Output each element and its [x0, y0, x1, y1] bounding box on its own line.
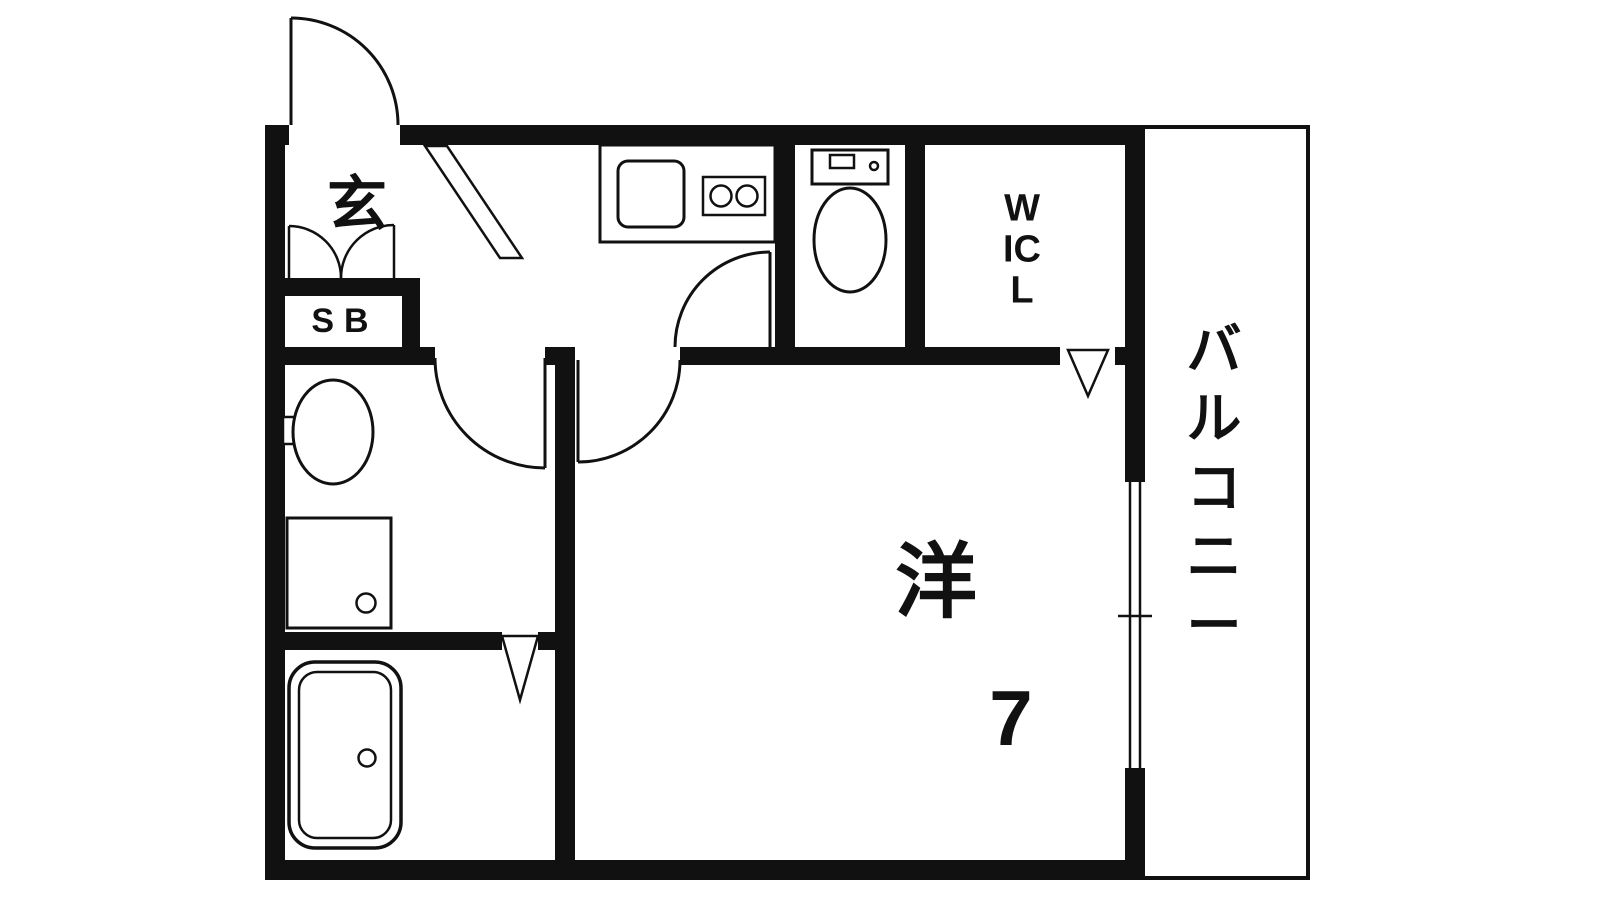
wall-kitchen-toilet	[775, 145, 795, 365]
balcony-line-bottom	[1145, 876, 1310, 880]
balcony-label: バルコニー	[1186, 318, 1242, 657]
washbasin-icon	[281, 378, 375, 486]
wall-right-lower	[1125, 768, 1145, 880]
wall-center-vertical	[555, 347, 575, 880]
wall-shoebox-top	[285, 278, 420, 296]
wall-bathroom-left	[265, 632, 502, 650]
entrance-label: 玄	[327, 171, 387, 238]
shoe-cabinet-doors-icon	[287, 223, 396, 279]
wall-bottom	[265, 860, 1145, 880]
shoebox-label: SB	[311, 302, 379, 340]
kitchen-sink-icon	[616, 159, 686, 229]
wall-left	[265, 125, 285, 880]
balcony-line-top	[1145, 125, 1310, 129]
washroom-door-icon	[433, 357, 547, 470]
bathtub-icon	[287, 660, 403, 850]
toilet-door-icon	[673, 250, 772, 348]
room-size-label: 7	[989, 674, 1033, 762]
wall-mid-end	[1115, 347, 1145, 365]
toilet-icon	[810, 148, 890, 294]
wall-top-main	[400, 125, 1145, 145]
wall-bathroom-right	[538, 632, 575, 650]
room-type-label: 洋	[894, 537, 978, 628]
bedroom-door-icon	[576, 359, 682, 464]
entrance-step-icon	[422, 144, 525, 260]
bathroom-folding-door-icon	[500, 634, 540, 705]
kitchen-counter-icon	[598, 143, 777, 244]
wall-right-upper	[1125, 125, 1145, 482]
wall-mid-left	[265, 347, 435, 365]
wall-toilet-wicl	[905, 145, 925, 365]
balcony-window-icon	[1118, 482, 1152, 768]
washing-machine-pan-icon	[285, 516, 393, 630]
gas-stove-icon	[701, 175, 767, 217]
entrance-door-icon	[289, 16, 400, 126]
balcony-line-right	[1306, 125, 1310, 880]
wall-shoebox-right	[402, 278, 420, 365]
wicl-folding-door-icon	[1066, 348, 1110, 400]
wicl-label: WICL	[1003, 187, 1041, 312]
